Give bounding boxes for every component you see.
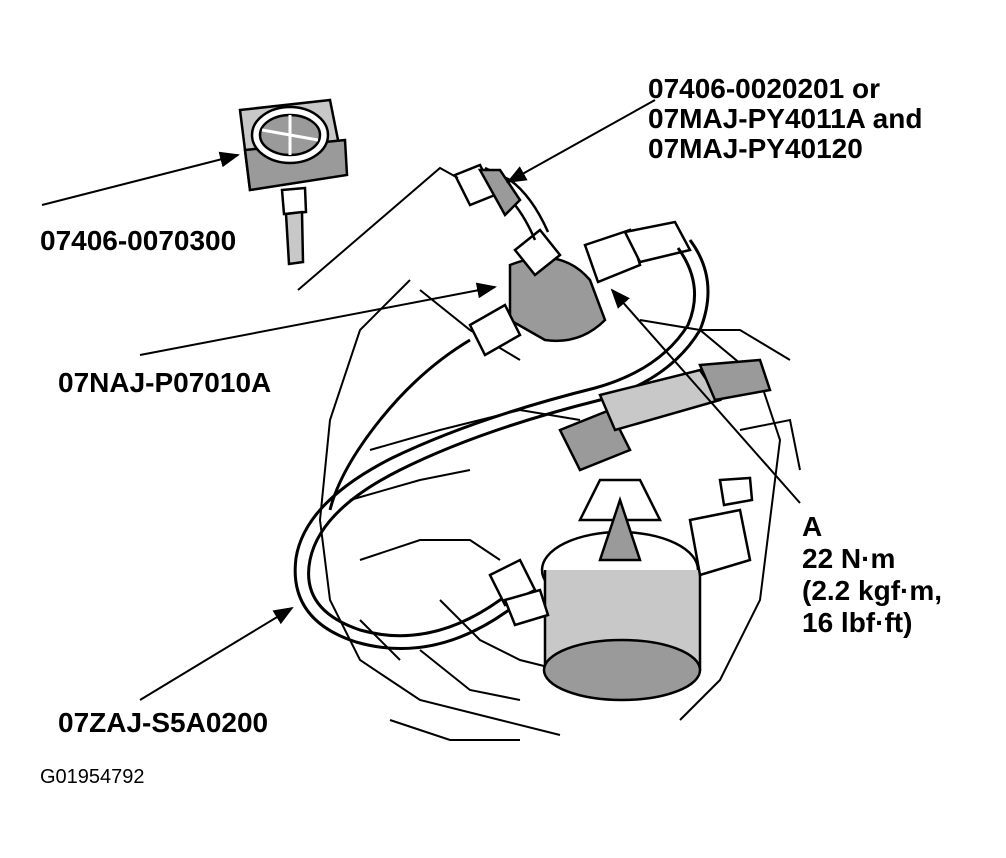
hose-set-label-line2: 07MAJ-PY4011A and — [648, 103, 923, 134]
tool-hose-loop — [293, 239, 710, 651]
torque-metric: 22 N·m — [802, 543, 896, 574]
lower-fittings — [488, 358, 772, 627]
vacuum-gauge — [238, 98, 349, 266]
torque-kgf: (2.2 kgf·m, — [802, 575, 943, 606]
leader-arrows — [41, 99, 801, 701]
gauge-connection-line — [297, 166, 459, 291]
figure-id: G01954792 — [40, 766, 145, 788]
hose-set-label-line3: 07MAJ-PY40120 — [648, 133, 863, 164]
torque-lbf: 16 lbf·ft) — [802, 607, 913, 638]
hose-coupling — [453, 163, 522, 218]
adapter-fitting — [468, 220, 692, 357]
tool-hose-label: 07ZAJ-S5A0200 — [58, 707, 269, 738]
torque-callout-letter: A — [802, 511, 823, 542]
egr-valve — [540, 476, 754, 702]
hose-set-label-line1: 07406-0020201 or — [648, 73, 880, 104]
adapter-label: 07NAJ-P07010A — [58, 367, 272, 398]
engine-block-lines — [318, 279, 801, 741]
gauge-label: 07406-0070300 — [40, 225, 237, 256]
